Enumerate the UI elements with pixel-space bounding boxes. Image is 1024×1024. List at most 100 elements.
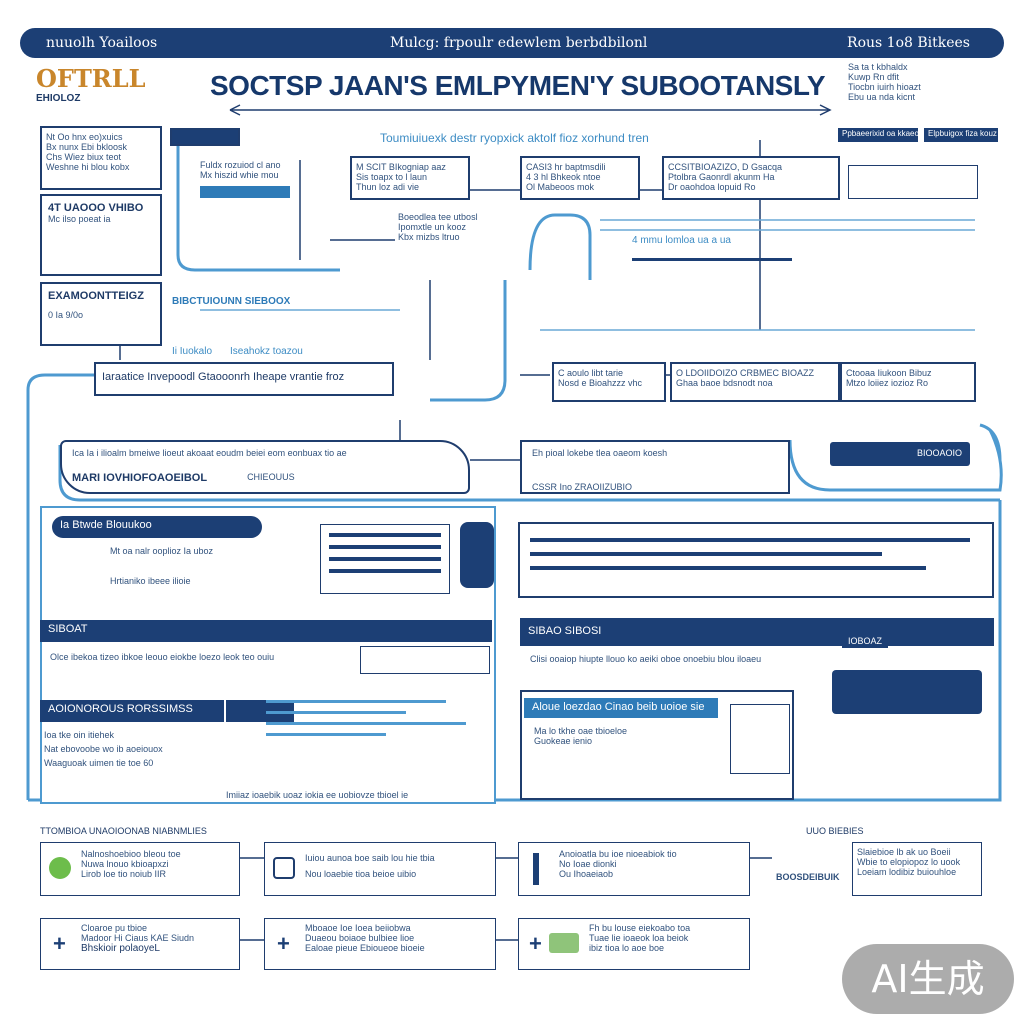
bottom-card-line: Nou loaebie tioa beioe uibio — [305, 869, 417, 879]
bottom-card[interactable]: + Fh bu louse eiekoabo toa Tuae lie ioae… — [518, 918, 750, 970]
row1-box-a[interactable]: M SCIT BIkogniap aaz Sis toapx to l laun… — [350, 156, 470, 200]
image-icon — [549, 933, 579, 953]
row2-box-d-line: Nosd e Bioahzzz vhc — [558, 378, 643, 388]
bottom-card-line: Madoor Hi Ciaus KAE Siudn — [81, 933, 195, 943]
row2-box-d[interactable]: C aoulo libt tarie Nosd e Bioahzzz vhc — [552, 362, 666, 402]
dash-left-bar[interactable]: Ia Btwde Blouukoo — [52, 516, 262, 538]
row1-right-label: Tiocbn iuirh hioazt — [848, 82, 921, 92]
dash-right-tag: IOBOAZ — [842, 634, 889, 648]
ai-generated-badge: AI生成 — [842, 944, 1014, 1014]
row1-box-c-line: Ptolbra Gaonrdl akunm Ha — [668, 172, 775, 182]
row1-stripe — [632, 258, 792, 261]
header-bar: nuuolh Yoailoos Mulcg: frpoulr edewlem b… — [20, 28, 1004, 58]
row2-box-e-line: O LDOIIDOIZO CRBMEC BIOAZZ — [676, 368, 815, 378]
row1-panel-a: Fuldx rozuiod cl ano Mx hiszid whie mou — [200, 160, 340, 198]
row3-banner-title: MARI IOVHIOFOAOEIBOL — [72, 472, 208, 484]
bottom-side-label: BOOSDEIBUIK — [772, 842, 852, 896]
bottom-card-line: Nuwa lnouo kbioapxzi — [81, 859, 169, 869]
left-block-3-text: 0 Ia 9/0o — [48, 310, 84, 320]
bottom-card-line: ibiz tioa lo aoe boe — [589, 943, 665, 953]
dash-left-line: Hrtianiko ibeee ilioie — [110, 576, 191, 586]
row1-box-b-line: CASI3 hr baptmsdili — [526, 162, 606, 172]
row2-tab[interactable]: Iseahokz toazou — [230, 346, 303, 357]
dashboard-right-top — [518, 522, 994, 598]
dash-left-sub-line: Waaguoak uimen tie toe 60 — [44, 758, 154, 768]
plus-icon: + — [277, 931, 290, 956]
dash-right-device-icon — [832, 670, 982, 714]
left-block-1-line: Chs Wiez biux teot — [46, 152, 122, 162]
header-center: Mulcg: frpoulr edewlem berbdbilonl — [390, 35, 648, 51]
row3-banner-text: Ica Ia i ilioalm bmeiwe lioeut akoaat eo… — [72, 448, 347, 458]
bottom-side-box[interactable]: Slaiebioe lb ak uo Boeii Wbie to elopiop… — [852, 842, 982, 896]
row2-tab[interactable]: Ii Iuokalo — [172, 346, 213, 357]
row1-panel-a-line: Fuldx rozuiod cl ano — [200, 160, 281, 170]
row1-right-label: Ebu ua nda kicnt — [848, 92, 916, 102]
row2-box-f-line: Mtzo loiiez iozioz Ro — [846, 378, 929, 388]
dash-right-side-box — [730, 704, 790, 774]
row1-box-c[interactable]: CCSITBIOAZIZO, D Gsacqa Ptolbra Gaonrdl … — [662, 156, 840, 200]
row2-box-e-line: Ghaa baoe bdsnodt noa — [676, 378, 773, 388]
logo-sub: EHIOLOZ — [36, 93, 81, 104]
dash-left-mini-chart — [266, 692, 492, 744]
row2-bar-text: Iaraatice Invepoodl Gtaooonrh Iheape vra… — [102, 371, 345, 383]
left-block-1-line: Weshne hi blou kobx — [46, 162, 130, 172]
dash-left-lines: Mt oa nalr ooplioz Ia uboz Hrtianiko ibe… — [110, 546, 260, 586]
bottom-card-line: Mboaoe Ioe Ioea beiiobwa — [305, 923, 411, 933]
header-right: Rous 1o8 Bitkees — [847, 35, 970, 51]
row2-label: BIBCTUIOUNN SIEBOOX — [172, 296, 291, 307]
row1-box-a-line: M SCIT BIkogniap aaz — [356, 162, 446, 172]
left-block-3-title: EXAMOONTTEIGZ — [48, 290, 144, 302]
row2-box-e[interactable]: O LDOIIDOIZO CRBMEC BIOAZZ Ghaa baoe bds… — [670, 362, 840, 402]
row1-mid-labels: Boeodlea tee utbosl Ipomxtle un kooz Kbx… — [398, 212, 518, 242]
row1-panel-a-bar — [200, 186, 290, 198]
bottom-card-line: Fh bu louse eiekoabo toa — [589, 923, 691, 933]
row2-bar-box[interactable]: Iaraatice Invepoodl Gtaooonrh Iheape vra… — [94, 362, 394, 396]
page-title: SOCTSP JAAN'S EMLPYMEN'Y SUBOOTANSLY — [210, 70, 826, 101]
row1-box-a-line: Thun loz adi vie — [356, 182, 420, 192]
dash-left-line: Mt oa nalr ooplioz Ia uboz — [110, 546, 214, 556]
logo-text: OFTRLL — [36, 64, 146, 93]
bottom-card-line: Ou Ihoaeiaob — [559, 869, 614, 879]
row1-mid-label: Kbx mizbs ltruo — [398, 232, 460, 242]
bottom-card[interactable]: Anoioatla bu ioe nioeabiok tio No Ioae d… — [518, 842, 750, 896]
dash-left-input[interactable] — [360, 646, 490, 674]
dash-left-sub-line: Nat ebovoobe wo ib aoeiouox — [44, 744, 163, 754]
left-block-2-title: 4T UAOOO VHIBO — [48, 202, 144, 214]
bottom-side-line: Loeiam lodibiz buiouhloe — [857, 867, 957, 877]
row1-mid-label: Ipomxtle un kooz — [398, 222, 467, 232]
row1-mid-label: Boeodlea tee utbosl — [398, 212, 478, 222]
row1-right-bar-2[interactable]: Elpbuigox fiza kouz — [924, 128, 998, 142]
row3-mid-text: Eh pioal lokebe tlea oaeom koesh — [532, 448, 668, 458]
bottom-card-line: Tuae lie ioaeok loa beiok — [589, 933, 689, 943]
bottom-card[interactable]: + Cloaroe pu tbioe Madoor Hi Ciaus KAE S… — [40, 918, 240, 970]
row1-box-c-line: CCSITBIOAZIZO, D Gsacqa — [668, 162, 783, 172]
left-block-1: Nt Oo hnx eo)xuics Bx nunx Ebi bkloosk C… — [40, 126, 162, 190]
dash-right-sub-bar[interactable]: Aloue loezdao Cinao beib uoioe sie — [524, 698, 718, 718]
row3-mid-text-2: CSSR Ino ZRAOIIZUBIO — [532, 482, 633, 492]
logo: OFTRLL EHIOLOZ — [36, 64, 156, 104]
dash-right-sub-line: Ma lo tkhe oae tbioeloe — [534, 726, 628, 736]
dash-left-sub-bar[interactable]: AOIONOROUS RORSSIMSS — [40, 700, 224, 722]
bottom-card[interactable]: + Mboaoe Ioe Ioea beiiobwa Duaeou boiaoe… — [264, 918, 496, 970]
bottom-card-line: Anoioatla bu ioe nioeabiok tio — [559, 849, 677, 859]
row1-right-label: Sa ta t kbhaldx — [848, 62, 908, 72]
dash-right-sub-line: Guokeae ienio — [534, 736, 593, 746]
bottom-card[interactable]: Iuiou aunoa boe saib lou hie tbia Nou lo… — [264, 842, 496, 896]
row1-right-bar[interactable]: Ppbaeerixid oa kkaeo — [838, 128, 918, 142]
row3-mid: Eh pioal lokebe tlea oaeom koesh CSSR In… — [520, 440, 790, 494]
row2-box-f-line: Ctooaa Iiukoon Bibuz — [846, 368, 932, 378]
dash-left-section: SIBOAT — [40, 620, 492, 642]
row3-right-button[interactable]: BIOOAOIO — [830, 442, 970, 466]
row2-box-f[interactable]: Ctooaa Iiukoon Bibuz Mtzo loiiez iozioz … — [840, 362, 976, 402]
row1-box-b-line: Ol Mabeoos mok — [526, 182, 595, 192]
row1-box-b[interactable]: CASI3 hr baptmsdili 4 3 hl Bhkeok ntoe O… — [520, 156, 640, 200]
bottom-card[interactable]: Nalnoshoebioo bleou toe Nuwa lnouo kbioa… — [40, 842, 240, 896]
row1-box-b-line: 4 3 hl Bhkeok ntoe — [526, 172, 601, 182]
plus-icon: + — [53, 931, 66, 956]
dash-left-chart — [320, 524, 450, 594]
row3-banner: Ica Ia i ilioalm bmeiwe lioeut akoaat eo… — [60, 440, 470, 494]
dash-left-footer: Imiiaz ioaebik uoaz iokia ee uobiovze tb… — [226, 790, 409, 800]
row1-right-label: Kuwp Rn dfit — [848, 72, 900, 82]
dash-left-sub-bar-2[interactable] — [226, 700, 294, 722]
bottom-card-line: Cloaroe pu tbioe — [81, 923, 148, 933]
